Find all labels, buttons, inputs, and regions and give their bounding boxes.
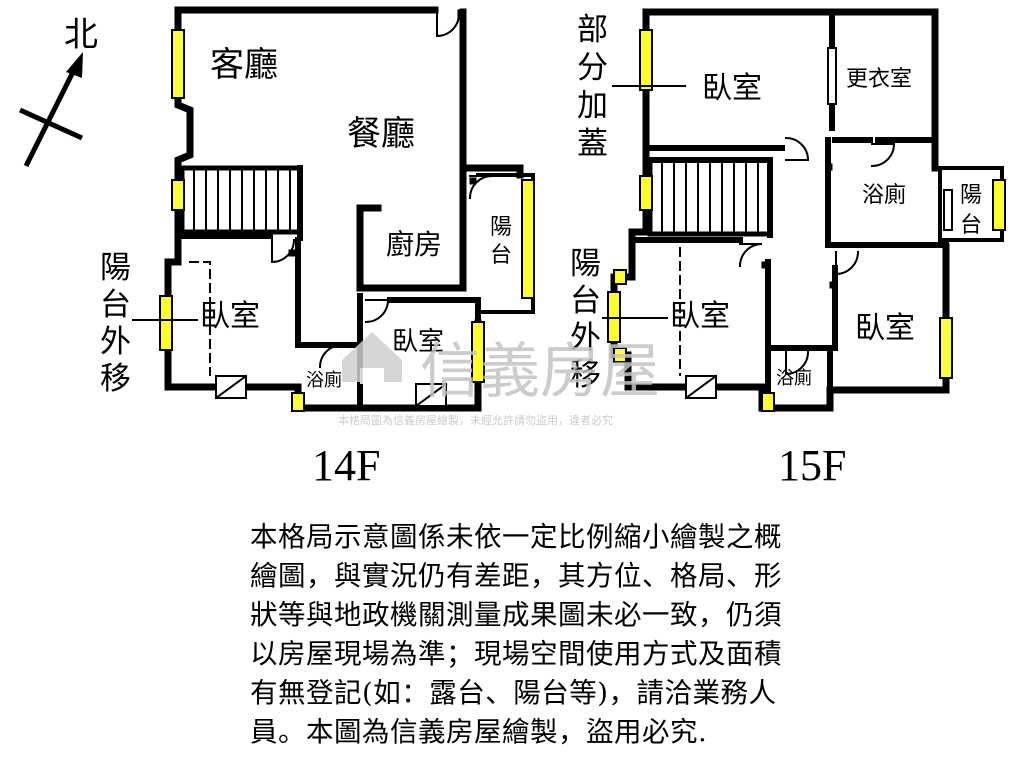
- disclaimer-notice: 本格局示意圖係未依一定比例縮小繪製之概 繪圖，與實況仍有差距，其方位、格局、形 …: [250, 518, 880, 752]
- notice-line: 員。本圖為信義房屋繪製，盜用必究.: [250, 716, 708, 748]
- room-label-dining-14f: 餐廳: [347, 114, 415, 154]
- room-label-bathroom-small-15f: 浴廁: [776, 367, 812, 389]
- room-label-bedroom-right-15f: 臥室: [855, 311, 915, 346]
- balcony-char-2: 台: [490, 243, 512, 268]
- room-label-bedroom-left-15f: 臥室: [670, 299, 730, 334]
- outer-wall: [164, 6, 482, 412]
- room-label-closet-15f: 更衣室: [846, 67, 912, 92]
- outer-wall-right: [459, 8, 524, 179]
- annotation-char: 分: [577, 50, 608, 86]
- notice-line: 有無登記(如：露台、陽台等)，請洽業務人: [250, 677, 777, 709]
- balcony-label-15f: 陽 台: [960, 183, 982, 238]
- room-label-bathroom-14f: 浴廁: [306, 369, 342, 391]
- annotation-char: 蓋: [577, 126, 608, 162]
- notice-line: 繪圖，與實況仍有差距，其方位、格局、形: [250, 560, 782, 592]
- balcony-char-1: 陽: [960, 183, 982, 208]
- annotation-char: 加: [577, 88, 608, 124]
- room-label-living-14f: 客廳: [210, 45, 278, 85]
- compass-arrow-icon: [23, 64, 79, 168]
- compass-arrowhead-icon: [66, 52, 83, 78]
- staircase-15f: [647, 157, 773, 237]
- annotation-balcony-moved-14f: 陽 台 外 移: [100, 250, 198, 397]
- annotation-char: 外: [100, 324, 131, 360]
- notice-line: 狀等與地政機關測量成果圖未必一致，仍須: [250, 599, 782, 631]
- annotation-char: 外: [570, 320, 601, 356]
- room-label-bathroom-right-15f: 浴廁: [862, 183, 906, 208]
- floor-label-15f: 15F: [778, 441, 846, 490]
- balcony-label-14f: 陽 台: [490, 215, 512, 268]
- annotation-char: 移: [100, 361, 131, 397]
- annotation-char: 陽: [570, 246, 601, 282]
- watermark: 信義房屋 本格局圖為信義房屋繪製，未經允許請勿盜用，違者必究: [338, 332, 660, 427]
- floor-plan-15f: [607, 8, 1006, 412]
- north-label: 北: [64, 15, 98, 55]
- annotation-char: 台: [570, 283, 601, 319]
- room-label-bedroom-left-14f: 臥室: [200, 299, 260, 334]
- annotation-char: 部: [577, 12, 608, 48]
- balcony-char-1: 陽: [490, 215, 512, 240]
- notice-line: 以房屋現場為準；現場空間使用方式及面積: [250, 638, 782, 670]
- watermark-logo-icon: [342, 332, 402, 384]
- room-label-bedroom-right-14f: 臥室: [392, 327, 444, 357]
- watermark-fine-print: 本格局圖為信義房屋繪製，未經允許請勿盜用，違者必究: [338, 413, 613, 427]
- room-label-kitchen-14f: 廚房: [386, 228, 442, 261]
- watermark-brand: 信義房屋: [420, 337, 660, 407]
- annotation-char: 台: [100, 287, 131, 323]
- compass-cross-icon: [18, 107, 84, 141]
- compass: 北: [18, 15, 98, 168]
- annotation-char: 移: [570, 357, 601, 393]
- floor-plan-14f: [159, 6, 535, 412]
- annotation-partial-addition-15f: 部 分 加 蓋: [577, 12, 686, 162]
- annotation-balcony-moved-15f: 陽 台 外 移: [570, 246, 668, 393]
- staircase-14f: [179, 165, 303, 235]
- room-label-bedroom-top-15f: 臥室: [702, 71, 762, 106]
- balcony-char-2: 台: [960, 213, 982, 238]
- floor-label-14f: 14F: [312, 441, 380, 490]
- annotation-char: 陽: [100, 250, 131, 286]
- notice-line: 本格局示意圖係未依一定比例縮小繪製之概: [250, 521, 782, 553]
